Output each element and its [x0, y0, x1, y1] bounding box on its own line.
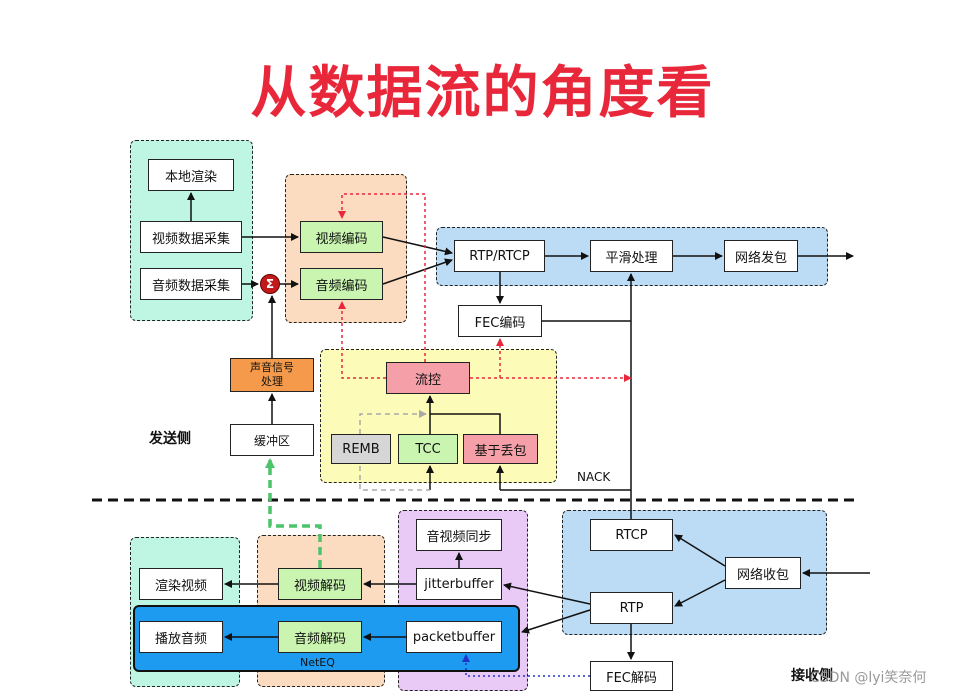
page-title: 从数据流的角度看	[250, 61, 715, 126]
remb-node: REMB	[331, 434, 391, 464]
packetbuffer-node: packetbuffer	[406, 621, 502, 653]
net-send-node: 网络发包	[724, 240, 798, 272]
video-capture-node: 视频数据采集	[140, 221, 242, 253]
watermark: CSDN @lyi笑奈何	[810, 670, 927, 686]
render-video-node: 渲染视频	[139, 568, 223, 600]
audio-decode-node: 音频解码	[278, 621, 362, 653]
smooth-node: 平滑处理	[590, 240, 673, 272]
sigma-mixer: Σ	[260, 274, 280, 294]
fec-encode-node: FEC编码	[458, 305, 542, 337]
recv-side-label: 接收侧	[791, 668, 833, 684]
buffer-node: 缓冲区	[230, 424, 314, 456]
audio-signal-proc-node: 声音信号 处理	[230, 358, 314, 392]
play-audio-node: 播放音频	[139, 621, 223, 653]
send-side-label: 发送侧	[149, 431, 191, 447]
rtp-rtcp-node: RTP/RTCP	[454, 240, 545, 272]
tcc-node: TCC	[398, 434, 458, 464]
fec-decode-node: FEC解码	[590, 661, 673, 691]
rtp-node: RTP	[590, 592, 673, 624]
neteq-label: NetEQ	[300, 656, 335, 669]
nack-label: NACK	[577, 470, 611, 484]
rtcp-node: RTCP	[590, 519, 673, 551]
video-encode-node: 视频编码	[300, 221, 383, 253]
loss-based-node: 基于丢包	[463, 434, 538, 464]
audio-capture-node: 音频数据采集	[140, 268, 242, 300]
flow-control-node: 流控	[386, 362, 470, 394]
jitterbuffer-node: jitterbuffer	[416, 568, 502, 600]
video-decode-node: 视频解码	[278, 568, 362, 600]
audio-encode-node: 音频编码	[300, 268, 383, 300]
av-sync-node: 音视频同步	[416, 519, 502, 551]
local-render-node: 本地渲染	[148, 159, 234, 191]
net-recv-node: 网络收包	[725, 557, 801, 589]
